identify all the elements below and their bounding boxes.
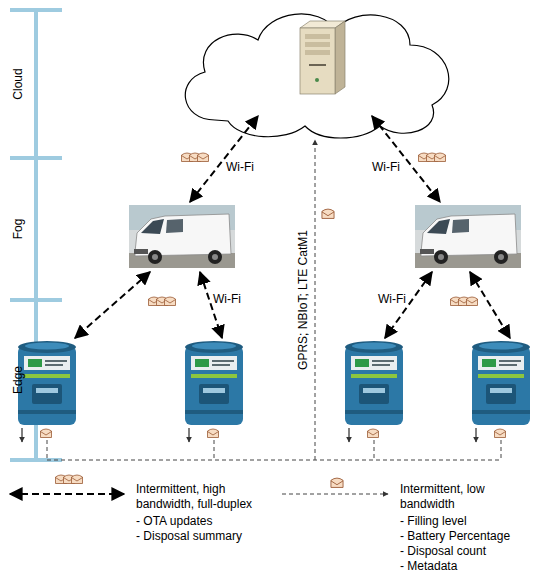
legend-bullet: - Disposal summary — [136, 529, 242, 544]
layer-name: Cloud — [11, 68, 26, 99]
link-label: Wi-Fi — [372, 160, 400, 175]
legend-text: Intermittent, high bandwidth, full-duple… — [136, 482, 286, 512]
link-label: Wi-Fi — [226, 160, 254, 175]
layer-name: Edge — [11, 366, 26, 394]
legend-bullet: - Disposal count — [400, 544, 486, 559]
legend-bullet: - Filling level — [400, 514, 467, 529]
layer-name: Fog — [11, 219, 26, 240]
legend-text: Intermittent, low bandwidth — [400, 482, 518, 512]
legend-bullet: - Battery Percentage — [400, 529, 510, 544]
link-label: Wi-Fi — [213, 292, 241, 307]
legend-bullet: - Metadata — [400, 559, 457, 572]
legend-bullet: - OTA updates — [136, 514, 212, 529]
link-label: Wi-Fi — [378, 292, 406, 307]
link-label: GPRS; NBIoT; LTE CatM1 — [296, 230, 311, 370]
